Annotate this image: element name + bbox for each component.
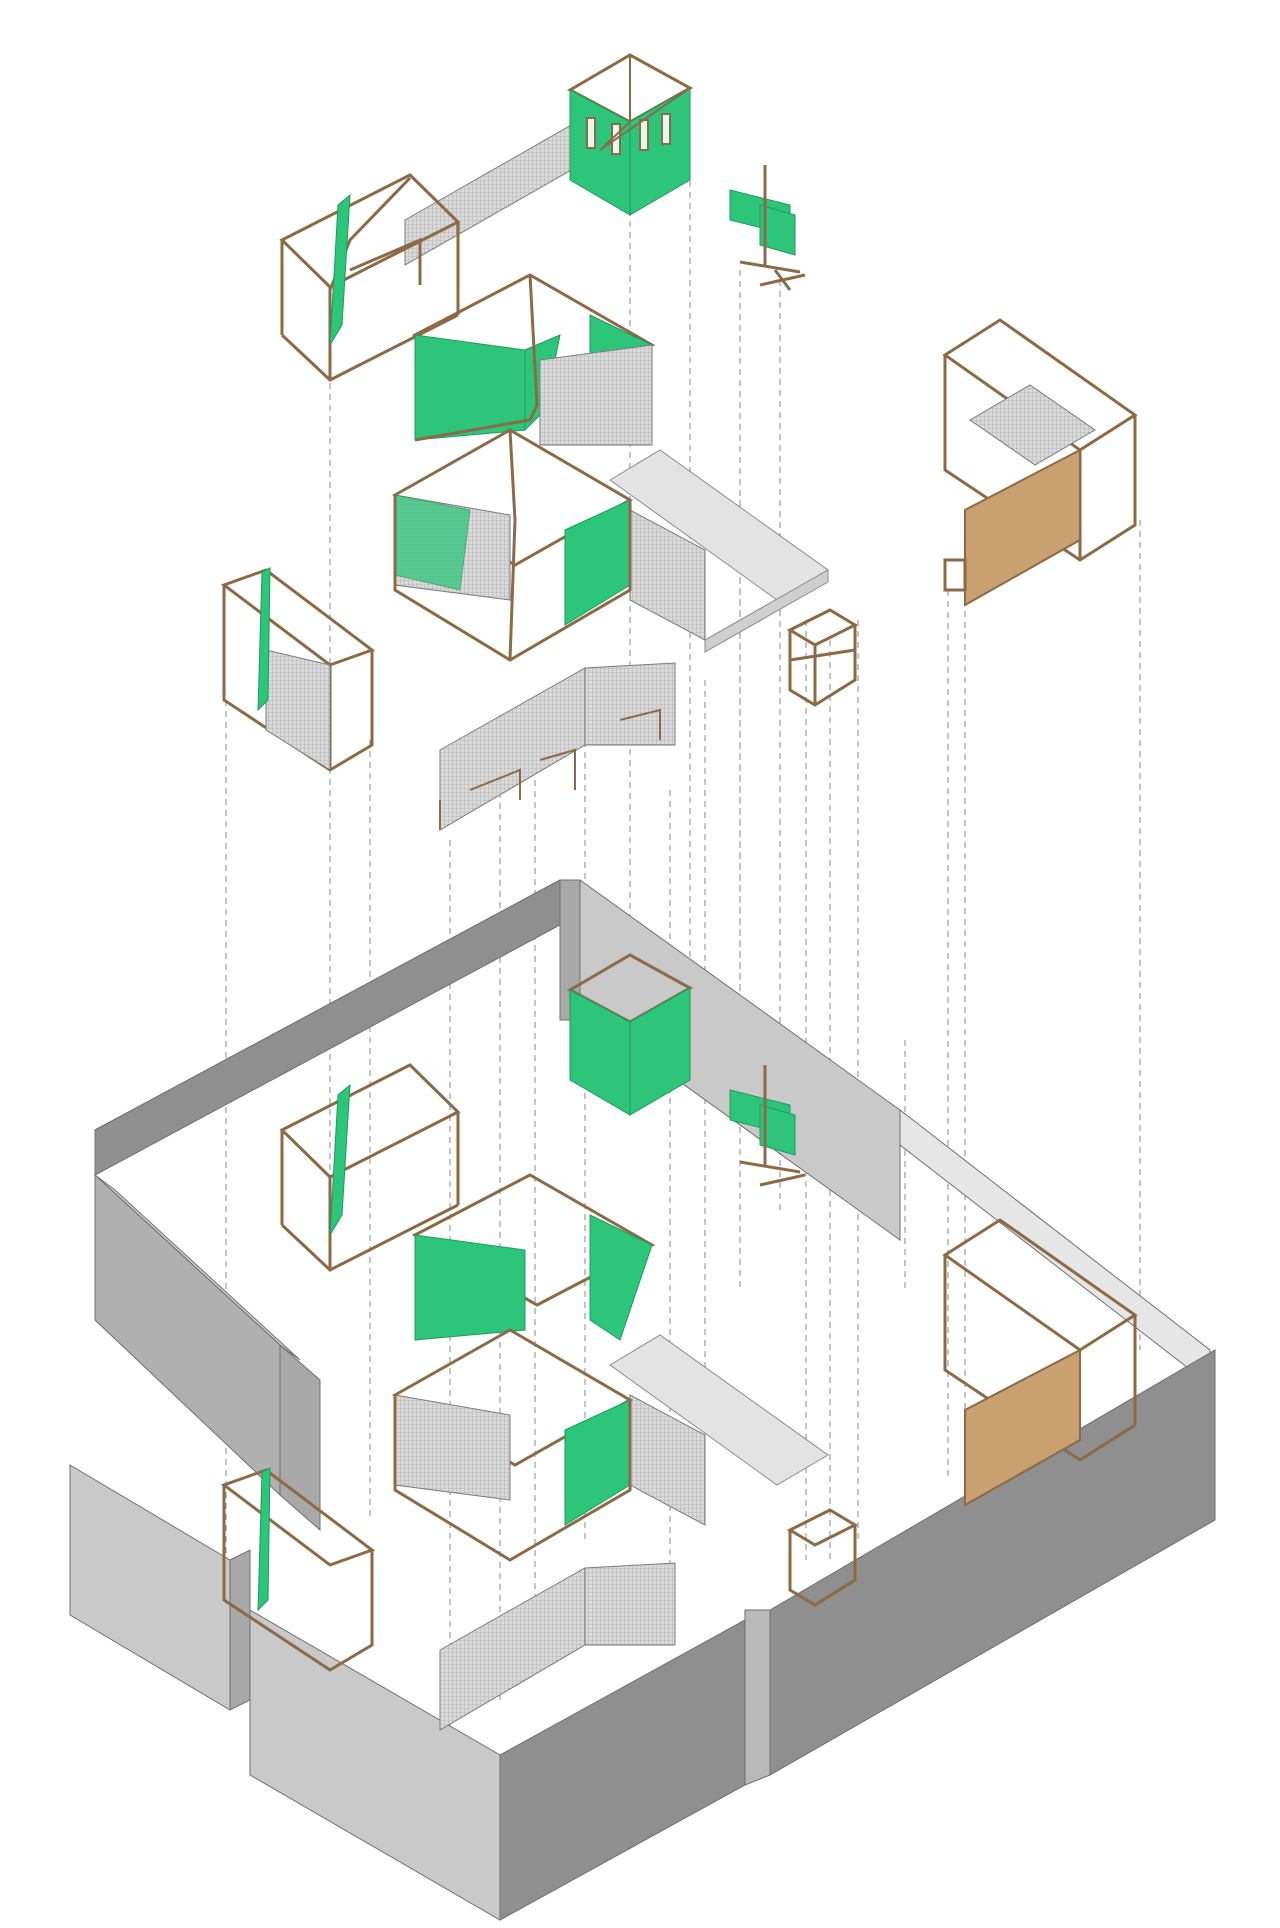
green-canopy-panel <box>329 193 351 346</box>
green-pinwheel-module-upper <box>411 273 656 446</box>
green-canopy-module-top <box>566 53 694 216</box>
kinetic-sign-post-assembled <box>729 1065 806 1187</box>
mesh-partition <box>439 662 676 831</box>
green-pinwheel-module-assembled <box>391 1173 656 1562</box>
timber-shelving-small <box>786 608 859 707</box>
timber-shelving-small-assembled <box>786 1508 859 1607</box>
timber-frame-module-left <box>220 567 376 772</box>
floor-slab-lower <box>609 1334 829 1486</box>
assembled-site <box>69 879 1216 1921</box>
green-canopy-panel <box>329 1083 351 1236</box>
timber-frame-module-right-assembled <box>942 1218 1138 1507</box>
perimeter-wall <box>69 879 1216 1921</box>
exploded-components <box>220 53 1138 831</box>
floor-slab-upper-edge <box>704 569 829 653</box>
timber-frame-module-top-left <box>279 173 461 382</box>
green-canopy-module-assembled <box>566 953 694 1116</box>
kinetic-sign-post <box>729 165 806 291</box>
plywood-panel <box>964 448 1081 607</box>
timber-frame-module-left-assembled <box>220 1467 376 1672</box>
timber-frame-module-top-left-assembled <box>279 1063 461 1272</box>
green-pinwheel-module-lower <box>391 428 634 662</box>
timber-frame-module-right <box>942 318 1138 607</box>
mesh-screen-top <box>404 119 581 266</box>
mesh-partition-assembled <box>439 1562 676 1731</box>
